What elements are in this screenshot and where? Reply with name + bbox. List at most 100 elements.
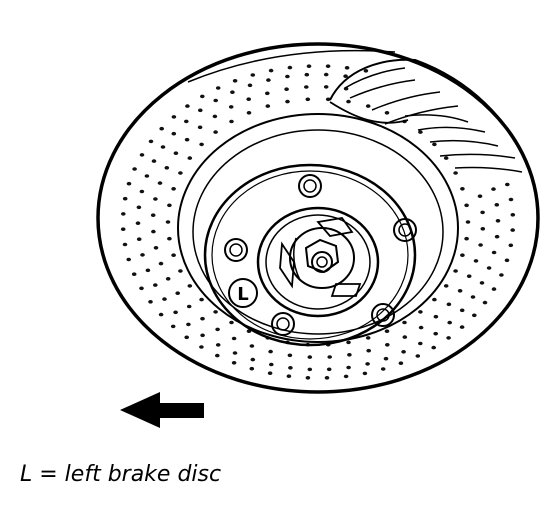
drill-hole bbox=[139, 286, 144, 291]
drill-hole bbox=[122, 196, 128, 201]
drill-hole bbox=[229, 320, 234, 325]
drill-hole bbox=[160, 145, 166, 149]
drill-hole bbox=[165, 220, 171, 224]
drill-hole bbox=[212, 114, 218, 119]
drill-hole bbox=[246, 111, 252, 115]
drill-hole bbox=[287, 353, 293, 358]
drill-hole bbox=[304, 85, 309, 89]
drill-hole bbox=[510, 228, 515, 232]
drill-hole bbox=[432, 142, 437, 147]
drill-hole bbox=[431, 345, 437, 350]
drill-hole bbox=[287, 65, 293, 70]
drill-hole bbox=[126, 257, 131, 262]
drill-hole bbox=[402, 320, 407, 325]
drill-hole bbox=[213, 130, 218, 134]
bolt-hole bbox=[298, 174, 322, 198]
drill-hole bbox=[460, 253, 465, 257]
drill-hole bbox=[433, 314, 439, 319]
drill-hole bbox=[464, 203, 469, 208]
drill-hole bbox=[384, 111, 390, 115]
drill-hole bbox=[126, 181, 132, 186]
drill-hole bbox=[385, 343, 390, 347]
drill-hole bbox=[284, 87, 289, 91]
drill-hole bbox=[401, 350, 406, 354]
bolt-hole bbox=[376, 308, 390, 322]
drill-hole bbox=[504, 258, 510, 263]
drill-hole bbox=[446, 336, 451, 340]
drill-hole bbox=[148, 300, 153, 304]
arrow-left-icon bbox=[120, 392, 204, 428]
drill-hole bbox=[136, 237, 142, 241]
drill-hole bbox=[398, 361, 404, 366]
drill-hole bbox=[305, 376, 311, 380]
drill-hole bbox=[199, 142, 204, 147]
drill-hole bbox=[327, 355, 333, 359]
hub-label: L bbox=[237, 284, 248, 305]
drill-hole bbox=[346, 365, 351, 370]
drill-hole bbox=[247, 83, 253, 88]
drill-hole bbox=[460, 187, 465, 191]
drill-hole bbox=[267, 371, 273, 376]
drill-hole bbox=[402, 335, 408, 339]
drill-hole bbox=[472, 313, 477, 318]
drill-hole bbox=[482, 300, 488, 305]
drill-hole bbox=[265, 104, 271, 108]
drill-hole bbox=[285, 74, 290, 79]
drill-hole bbox=[213, 98, 218, 103]
drill-hole bbox=[157, 181, 163, 185]
drill-hole bbox=[380, 367, 386, 371]
drill-hole bbox=[171, 187, 176, 191]
drill-hole bbox=[480, 227, 486, 231]
bolt-hole bbox=[229, 243, 243, 257]
drill-hole bbox=[265, 91, 270, 96]
drill-hole bbox=[250, 73, 256, 77]
drill-hole bbox=[145, 268, 151, 273]
drill-hole bbox=[184, 335, 189, 340]
drill-hole bbox=[148, 139, 154, 144]
drill-hole bbox=[162, 297, 167, 301]
drill-hole bbox=[459, 308, 465, 313]
drill-hole bbox=[307, 367, 313, 372]
drill-hole bbox=[198, 108, 203, 113]
drill-hole bbox=[384, 329, 390, 334]
drill-hole bbox=[446, 302, 452, 307]
drill-hole bbox=[249, 366, 255, 371]
drill-hole bbox=[459, 325, 465, 329]
drill-hole bbox=[494, 234, 500, 239]
drill-hole bbox=[184, 137, 190, 142]
drill-hole bbox=[268, 349, 273, 354]
drill-hole bbox=[186, 322, 191, 327]
drill-hole bbox=[153, 197, 158, 201]
drill-hole bbox=[215, 86, 221, 90]
brake-disc bbox=[96, 42, 540, 394]
drill-hole bbox=[246, 97, 251, 101]
drill-hole bbox=[473, 259, 479, 263]
drill-hole bbox=[158, 312, 164, 317]
drill-hole bbox=[363, 69, 369, 73]
drill-hole bbox=[366, 348, 372, 353]
bolt-hole bbox=[371, 303, 395, 327]
drill-hole bbox=[121, 212, 126, 216]
drill-hole bbox=[132, 167, 137, 171]
drill-hole bbox=[432, 297, 437, 302]
drill-hole bbox=[307, 355, 313, 359]
drill-hole bbox=[231, 336, 237, 341]
bolt-hole bbox=[276, 317, 290, 331]
drill-hole bbox=[304, 72, 310, 77]
bolt-hole bbox=[224, 238, 248, 262]
drill-hole bbox=[165, 277, 171, 281]
drill-hole bbox=[230, 90, 235, 94]
drill-hole bbox=[185, 104, 190, 108]
bolt-hole bbox=[303, 179, 317, 193]
wheel-bolt-holes bbox=[224, 174, 417, 336]
drill-hole bbox=[173, 310, 178, 315]
drill-hole bbox=[173, 151, 179, 155]
drill-hole bbox=[197, 125, 203, 130]
drill-hole bbox=[418, 130, 423, 134]
drill-hole bbox=[184, 119, 189, 124]
drill-hole bbox=[324, 376, 330, 380]
drill-hole bbox=[464, 236, 469, 241]
drill-hole bbox=[231, 361, 237, 365]
drill-hole bbox=[323, 85, 329, 89]
drill-hole bbox=[466, 274, 472, 279]
